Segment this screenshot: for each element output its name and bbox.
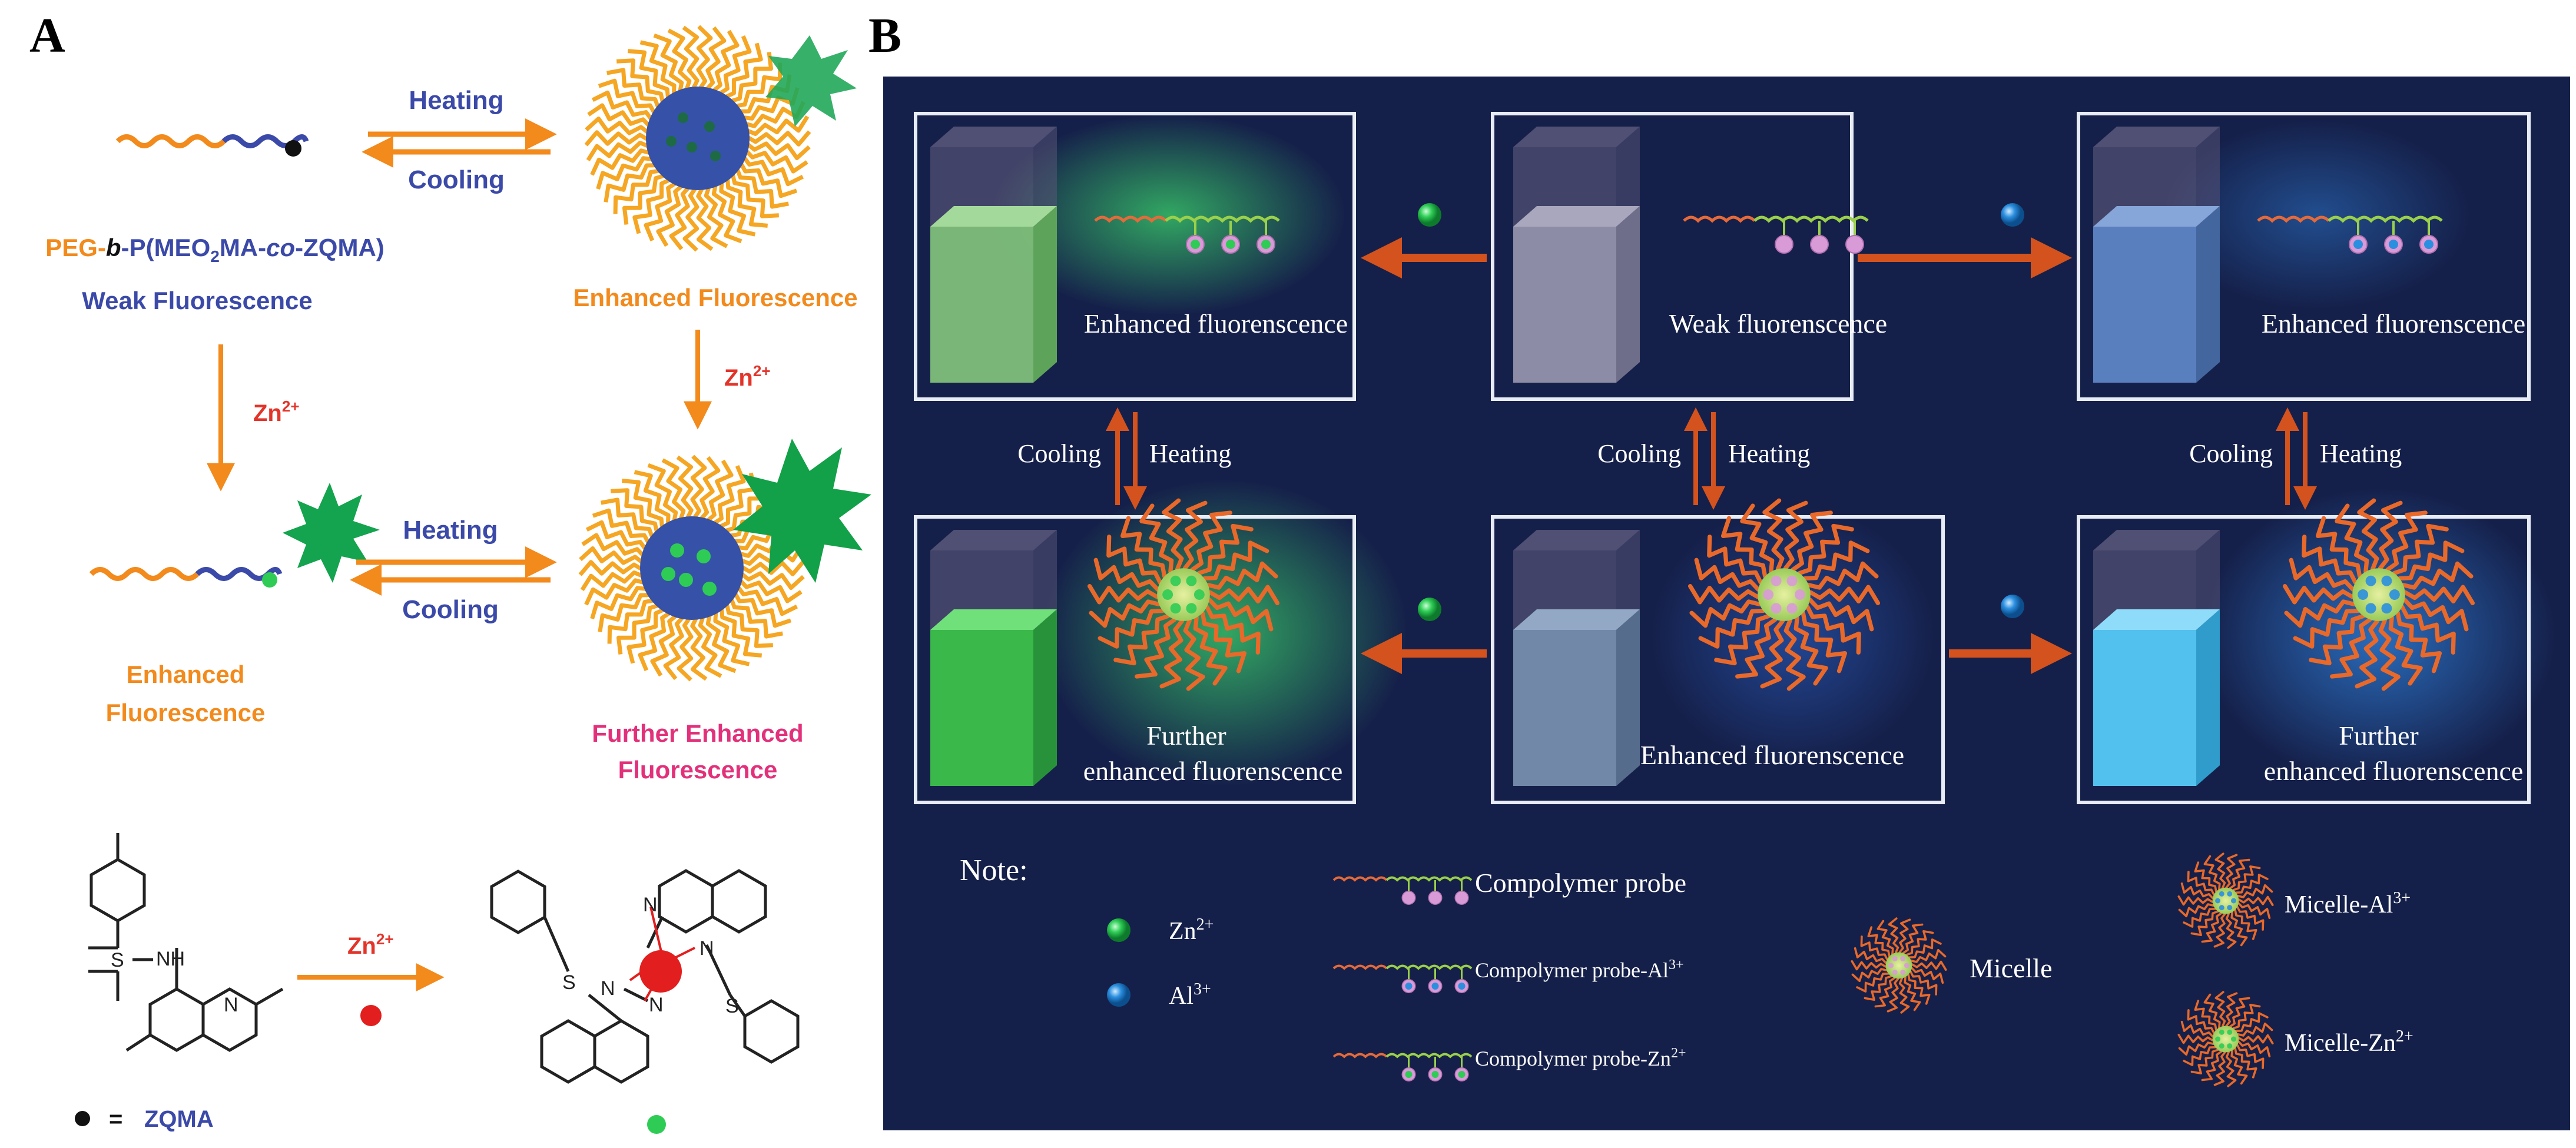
further-enhanced-line2: Fluorescence [618, 756, 778, 784]
heating-label-mid: Heating [1728, 439, 1810, 468]
cooling-label-mid: Cooling [402, 595, 499, 624]
cuvette-bot-mid [1513, 530, 1640, 786]
heating-label-right: Heating [2320, 439, 2402, 468]
box-text-top-right: Enhanced fluorenscence [2262, 308, 2525, 339]
zn-label-left: Zn2+ [253, 397, 300, 426]
panel-a-letter: A [29, 8, 65, 63]
zn-ion-ball-bot [1418, 598, 1441, 621]
box-text-bot-mid: Enhanced fluorenscence [1640, 740, 1904, 770]
sulfur-atom-c2: S [725, 995, 739, 1017]
legend-micelle-zn-icon [2177, 991, 2274, 1087]
box-top-left [914, 112, 1356, 401]
legend-probe-al-label: Compolymer probe-Al3+ [1475, 957, 1684, 982]
cuvette-top-right [2093, 127, 2220, 383]
sulfur-atom-a: S [111, 949, 124, 971]
cooling-label-mid: Cooling [1597, 439, 1681, 468]
box-text-bot-right-2: enhanced fluorenscence [2264, 756, 2524, 786]
nitrogen-atom-c2: N [699, 937, 714, 960]
complex-green-dot [647, 1115, 666, 1134]
box-text-bot-left-2: enhanced fluorenscence [1083, 756, 1343, 786]
box-bot-mid [1491, 515, 1945, 804]
legend-probe-icon [1332, 1053, 1473, 1081]
zqma-structure [88, 833, 284, 1052]
sulfur-atom-c1: S [562, 971, 576, 994]
cuvette-bot-left [930, 530, 1057, 786]
al-ion-ball-bot [2001, 595, 2024, 618]
legend-probe-label: Compolymer probe [1475, 868, 1686, 898]
zn-label-right: Zn2+ [724, 362, 771, 391]
fluorescence-burst-large [733, 439, 871, 583]
zqma-legend-label: ZQMA [144, 1106, 214, 1132]
cuvette-bot-right [2093, 530, 2220, 786]
cooling-label-right: Cooling [2189, 439, 2273, 468]
nitrogen-atom-c4: N [649, 994, 664, 1016]
enhanced-label-line2: Fluorescence [106, 699, 266, 726]
zn-label-bottom: Zn2+ [347, 930, 394, 959]
box-bot-left [914, 515, 1356, 804]
legend-note: Note: Zn2+ Al3+ Compolymer probe Compoly… [960, 852, 2413, 1087]
box-bot-right [2077, 515, 2531, 804]
cooling-label-left: Cooling [1017, 439, 1101, 468]
box-top-mid [1491, 112, 1854, 401]
box-text-bot-left-1: Further [1146, 721, 1226, 751]
panel-a: A Heating Cooling PEG-b-P(MEO2MA-co-ZQMA… [29, 8, 871, 1134]
box-text-top-left: Enhanced fluorenscence [1084, 308, 1348, 339]
legend-zn-ball [1107, 918, 1130, 942]
legend-al-ball [1107, 983, 1130, 1007]
zn-ion-ball-top [1418, 203, 1441, 227]
weak-fluorescence-label: Weak Fluorescence [82, 287, 312, 314]
legend-micelle-al-icon [2177, 852, 2274, 949]
micelle-top [584, 25, 857, 252]
heating-label-left: Heating [1149, 439, 1231, 468]
enhanced-label-line1: Enhanced [127, 661, 245, 688]
panel-b: B [868, 8, 2570, 1130]
further-enhanced-line1: Further Enhanced [592, 719, 803, 747]
legend-probe-icon [1332, 876, 1473, 905]
legend-probe-zn-label: Compolymer probe-Zn2+ [1475, 1046, 1686, 1070]
box-text-top-mid: Weak fluorenscence [1669, 308, 1887, 339]
zqma-legend-dot [75, 1111, 90, 1126]
box-text-bot-right-1: Further [2339, 721, 2418, 751]
polymer-chain-top [115, 134, 309, 157]
micelle-bottom [578, 439, 871, 682]
cuvette-top-mid [1513, 127, 1640, 383]
panel-b-letter: B [868, 8, 901, 63]
note-title: Note: [960, 854, 1028, 887]
micelle-bot-left [1087, 498, 1280, 691]
fluorescence-burst-chain [283, 483, 380, 583]
zn-ion-dot [360, 1005, 382, 1026]
legend-zn-label: Zn2+ [1169, 915, 1214, 945]
micelle-bot-mid [1688, 498, 1881, 691]
polymer-name: PEG-b-P(MEO2MA-co-ZQMA) [45, 234, 384, 266]
nitrogen-atom-c3: N [601, 977, 615, 1000]
legend-probe-icon [1332, 964, 1473, 993]
legend-micelle-label: Micelle [1970, 953, 2053, 983]
zn-center-atom [639, 950, 682, 993]
legend-micelle-zn-label: Micelle-Zn2+ [2285, 1027, 2413, 1057]
enhanced-fluorescence-top-label: Enhanced Fluorescence [573, 284, 857, 311]
probe-top-left [1094, 215, 1280, 254]
legend-micelle-icon [1851, 917, 1947, 1014]
nitrogen-atom-a: N [224, 994, 238, 1016]
micelle-bot-right [2282, 498, 2475, 691]
nh-label: NH [156, 948, 185, 970]
heating-label-mid: Heating [403, 516, 498, 545]
probe-top-right [2257, 215, 2443, 254]
al-ion-ball-top [2001, 203, 2024, 227]
box-top-right [2077, 112, 2531, 401]
heating-label-top: Heating [409, 86, 503, 115]
zn-complex-structure [490, 869, 800, 1084]
polymer-chain-zn [89, 483, 380, 588]
zqma-legend-eq: = [109, 1106, 122, 1132]
nitrogen-atom-c1: N [643, 894, 658, 916]
zqma-dot [285, 140, 301, 157]
fluorescence-burst-small [765, 35, 857, 127]
probe-top-mid [1683, 215, 1869, 254]
legend-al-label: Al3+ [1169, 980, 1211, 1010]
legend-micelle-al-label: Micelle-Al3+ [2285, 889, 2411, 918]
cuvette-top-left [930, 127, 1057, 383]
cooling-label-top: Cooling [408, 165, 505, 194]
